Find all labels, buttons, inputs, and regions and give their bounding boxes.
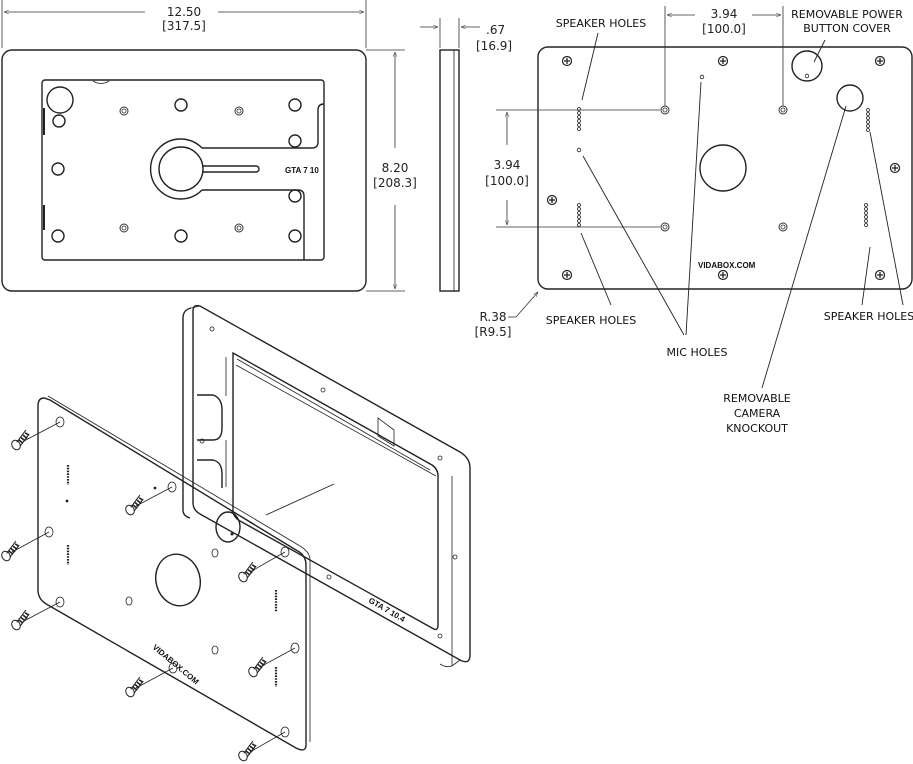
callout-power-cover-2: BUTTON COVER (803, 22, 891, 35)
tablet-opening (41, 79, 325, 261)
exploded-back-plate: VIDABOX.COM (37, 395, 311, 751)
screw-icon (244, 655, 272, 680)
radius-dimension-mm: [R9.5] (475, 325, 512, 339)
hole-spacing-h: 3.94 (711, 7, 738, 21)
front-engraving: GTA 7 10 (285, 166, 319, 175)
back-logo: VIDABOX.COM (698, 261, 756, 270)
hole-spacing-h-mm: [100.0] (702, 22, 746, 36)
callout-speaker-holes-bottom-right: SPEAKER HOLES (824, 310, 913, 323)
power-button-cover (791, 50, 823, 82)
mic-hole (576, 147, 582, 153)
depth-dimension: .67 (486, 23, 505, 37)
callout-camera-1: REMOVABLE (723, 392, 791, 405)
radius-dimension: R.38 (480, 310, 507, 324)
screw-icon (7, 608, 35, 633)
callout-camera-3: KNOCKOUT (726, 422, 788, 435)
side-profile (439, 49, 460, 292)
hole-spacing-v-mm: [100.0] (485, 174, 529, 188)
height-dimension: 8.20 (382, 161, 409, 175)
screw-icon (234, 560, 262, 585)
front-view: GTA 7 10 12.50 [317.5] 8.20 [208.3] (1, 0, 417, 292)
width-dimension: 12.50 (167, 5, 201, 19)
hole-spacing-v: 3.94 (494, 158, 521, 172)
callout-speaker-holes-top: SPEAKER HOLES (556, 17, 646, 30)
screw-icon (121, 675, 149, 700)
center-cable-hole (699, 144, 747, 192)
depth-dimension-mm: [16.9] (476, 39, 512, 53)
screw-icon (0, 539, 25, 564)
callout-power-cover-1: REMOVABLE POWER (791, 8, 903, 21)
enclosure-outline (1, 49, 367, 292)
camera-hole (46, 86, 74, 114)
height-dimension-mm: [208.3] (373, 176, 417, 190)
side-view: .67 [16.9] (420, 18, 512, 292)
enclosure-frame: GTA 7 10.4 (182, 304, 471, 668)
callout-mic-holes: MIC HOLES (667, 346, 728, 359)
plate-logo: VIDABOX.COM (151, 643, 201, 687)
mounting-screws (0, 421, 296, 764)
exploded-center-hole (155, 553, 201, 607)
back-plate-outline (537, 46, 913, 290)
callout-camera-2: CAMERA (734, 407, 781, 420)
screw-icon (7, 428, 35, 453)
exploded-view: GTA 7 10.4 VIDABOX.COM (0, 304, 471, 764)
width-dimension-mm: [317.5] (162, 19, 206, 33)
screw-icon (234, 739, 262, 764)
mic-hole (699, 74, 705, 80)
callout-speaker-holes-bottom-left: SPEAKER HOLES (546, 314, 636, 327)
screw-icon (121, 493, 149, 518)
back-view: VIDABOX.COM 3.94 [100.0] 3.94 [100.0] R.… (475, 6, 913, 435)
camera-knockout (836, 84, 864, 112)
